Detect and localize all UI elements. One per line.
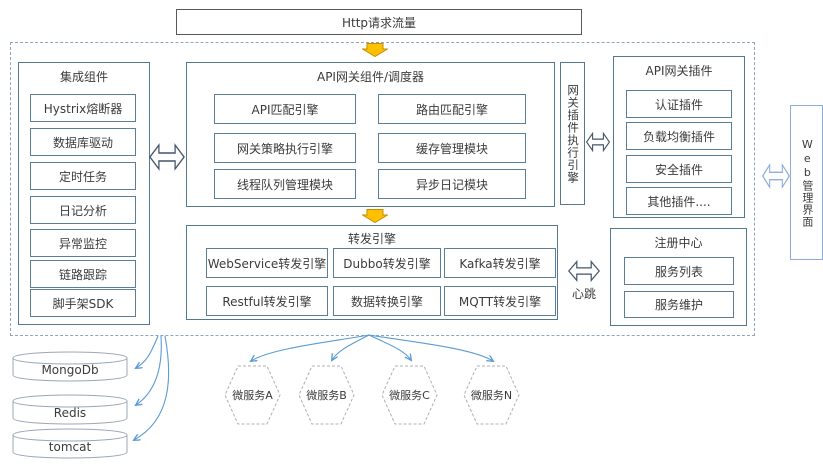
left-right-arrow-icon [586, 132, 610, 152]
microservice-label: 微服务B [306, 389, 347, 402]
forward-box-dubbo: Dubbo转发引擎 [333, 248, 441, 278]
flow-connector-arrows-icon [0, 334, 823, 471]
plugins-panel-title: API网关插件 [645, 64, 713, 78]
cylinder-icon [12, 351, 128, 382]
web-admin-panel: Web管理界面 [790, 105, 823, 260]
microservice-label: 微服务C [389, 389, 430, 402]
datastore-cylinder-mongodb: MongoDb [12, 351, 128, 382]
http-traffic-label: Http请求流量 [341, 15, 417, 30]
module-box-async-log: 异步日记模块 [378, 169, 526, 199]
component-box-trace: 链路跟踪 [30, 260, 136, 288]
module-box-thread-queue: 线程队列管理模块 [214, 169, 356, 199]
left-right-arrow-icon [149, 143, 185, 171]
integration-panel: 集成组件 Hystrix熔断器 数据库驱动 定时任务 日记分析 异常监控 链路跟… [18, 62, 150, 325]
left-right-arrow-icon [568, 260, 600, 282]
plugin-engine-label: 网关插件执行引擎 [566, 83, 581, 184]
plugin-engine-bar: 网关插件执行引擎 [560, 62, 585, 205]
datastore-cylinder-tomcat: tomcat [12, 428, 128, 459]
hexagon-icon [463, 365, 520, 425]
gateway-boundary-frame [10, 42, 755, 336]
gateway-scheduler-title: API网关组件/调度器 [316, 70, 425, 84]
registry-box-service-maintain: 服务维护 [624, 291, 734, 318]
plugin-box-others: 其他插件.... [626, 187, 732, 215]
down-arrow-icon [362, 209, 388, 223]
microservice-hexagon-n: 微服务N [463, 365, 520, 425]
plugin-box-load-balance: 负载均衡插件 [626, 122, 732, 150]
cylinder-icon [12, 394, 128, 425]
forward-box-webservice: WebService转发引擎 [206, 248, 328, 278]
hexagon-icon [224, 365, 281, 425]
cylinder-icon [12, 428, 128, 459]
datastore-label: MongoDb [41, 363, 99, 377]
registry-panel-title: 注册中心 [654, 236, 703, 250]
component-box-hystrix: Hystrix熔断器 [30, 94, 136, 122]
registry-box-service-list: 服务列表 [624, 257, 734, 285]
module-box-route-match: 路由匹配引擎 [378, 94, 526, 124]
module-box-api-match: API匹配引擎 [214, 94, 356, 124]
datastore-label: tomcat [48, 440, 92, 454]
forward-box-mqtt: MQTT转发引擎 [444, 286, 556, 316]
integration-panel-title: 集成组件 [59, 70, 108, 84]
hexagon-icon [381, 365, 438, 425]
component-box-db-driver: 数据库驱动 [30, 128, 136, 156]
forward-engine-panel: 转发引擎 WebService转发引擎 Dubbo转发引擎 Kafka转发引擎 … [186, 225, 558, 320]
hexagon-icon [298, 365, 355, 425]
datastore-label: Redis [53, 406, 87, 420]
component-box-scaffold-sdk: 脚手架SDK [30, 289, 136, 317]
heartbeat-label: 心跳 [571, 287, 596, 301]
down-arrow-icon [362, 43, 388, 57]
registry-panel: 注册中心 服务列表 服务维护 [610, 228, 747, 326]
plugins-panel: API网关插件 认证插件 负载均衡插件 安全插件 其他插件.... [613, 56, 745, 218]
module-box-cache-mgmt: 缓存管理模块 [378, 133, 526, 163]
web-admin-label: Web管理界面 [800, 137, 814, 228]
gateway-scheduler-panel: API网关组件/调度器 API匹配引擎 路由匹配引擎 网关策略执行引擎 缓存管理… [186, 62, 555, 207]
component-box-log-analysis: 日记分析 [30, 196, 136, 224]
microservice-hexagon-a: 微服务A [224, 365, 281, 425]
microservice-hexagon-b: 微服务B [298, 365, 355, 425]
forward-box-restful: Restful转发引擎 [206, 286, 328, 316]
module-box-policy-engine: 网关策略执行引擎 [214, 133, 356, 163]
component-box-scheduled-tasks: 定时任务 [30, 162, 136, 190]
forward-box-kafka: Kafka转发引擎 [444, 248, 556, 278]
datastore-cylinder-redis: Redis [12, 394, 128, 425]
forward-engine-title: 转发引擎 [347, 232, 396, 246]
component-box-exception-monitor: 异常监控 [30, 229, 136, 257]
microservice-hexagon-c: 微服务C [381, 365, 438, 425]
left-right-arrow-icon [762, 163, 790, 189]
plugin-box-security: 安全插件 [626, 155, 732, 183]
forward-box-data-convert: 数据转换引擎 [333, 286, 441, 316]
plugin-box-auth: 认证插件 [626, 90, 732, 118]
microservice-label: 微服务A [232, 389, 273, 402]
microservice-label: 微服务N [470, 389, 513, 402]
http-traffic-box: Http请求流量 [176, 9, 582, 35]
